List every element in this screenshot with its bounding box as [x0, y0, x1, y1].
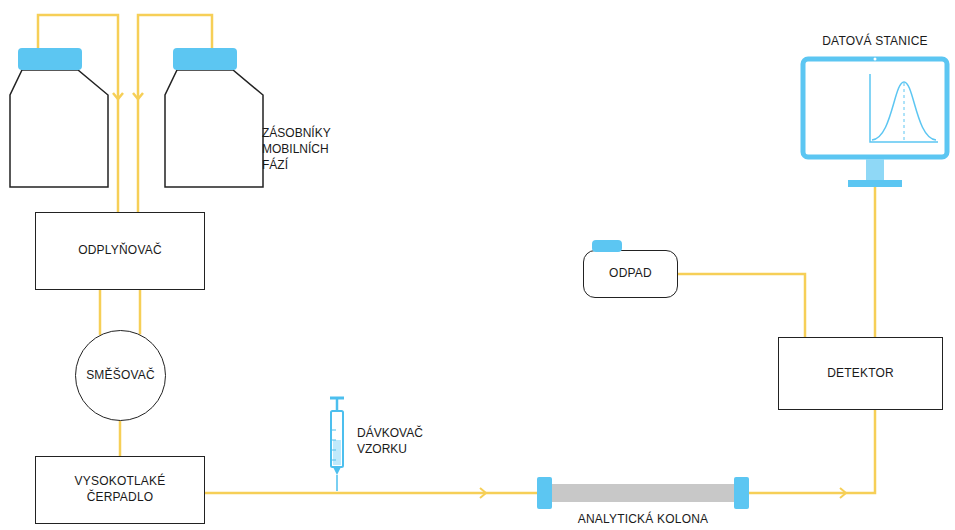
- column-node: ANALYTICKÁ KOLONA: [537, 477, 749, 527]
- node-label: ODPAD: [609, 266, 652, 282]
- data-station: DATOVÁ STANICE: [800, 34, 950, 188]
- flow-line: [874, 187, 877, 337]
- node-label: ANALYTICKÁ KOLONA: [517, 512, 769, 528]
- waste-box: ODPAD: [583, 250, 678, 298]
- node-label: VYSOKOTLAKÉ ČERPADLO: [75, 474, 166, 505]
- reservoir-bottle: [165, 48, 263, 187]
- flow-line: [99, 290, 102, 335]
- injector-label: DÁVKOVAČ VZORKU: [357, 425, 423, 457]
- column-shape: [537, 477, 749, 509]
- node-label: ODPLYŇOVAČ: [78, 243, 162, 259]
- degasser-box: ODPLYŇOVAČ: [35, 212, 205, 290]
- monitor-shape: [800, 56, 950, 187]
- flow-chevron: [840, 488, 846, 498]
- flow-line: [119, 421, 122, 456]
- flow-line: [678, 274, 805, 337]
- flow-chevron: [113, 93, 123, 99]
- flow-chevron: [480, 488, 486, 498]
- flow-chevron: [133, 93, 143, 99]
- pump-box: VYSOKOTLAKÉ ČERPADLO: [35, 456, 205, 524]
- mixer-circle: SMĚŠOVAČ: [75, 330, 166, 421]
- reservoir-label: ZÁSOBNÍKY MOBILNÍCH FÁZÍ: [262, 125, 330, 174]
- reservoir-bottle: [10, 48, 108, 187]
- node-label: SMĚŠOVAČ: [86, 368, 155, 384]
- node-label: DATOVÁ STANICE: [790, 34, 955, 50]
- node-label: DETEKTOR: [827, 366, 894, 382]
- flow-line: [139, 290, 142, 334]
- flow-line: [749, 410, 875, 493]
- syringe-injector: [330, 398, 344, 491]
- waste-cap: [592, 240, 622, 252]
- detector-box: DETEKTOR: [778, 337, 943, 410]
